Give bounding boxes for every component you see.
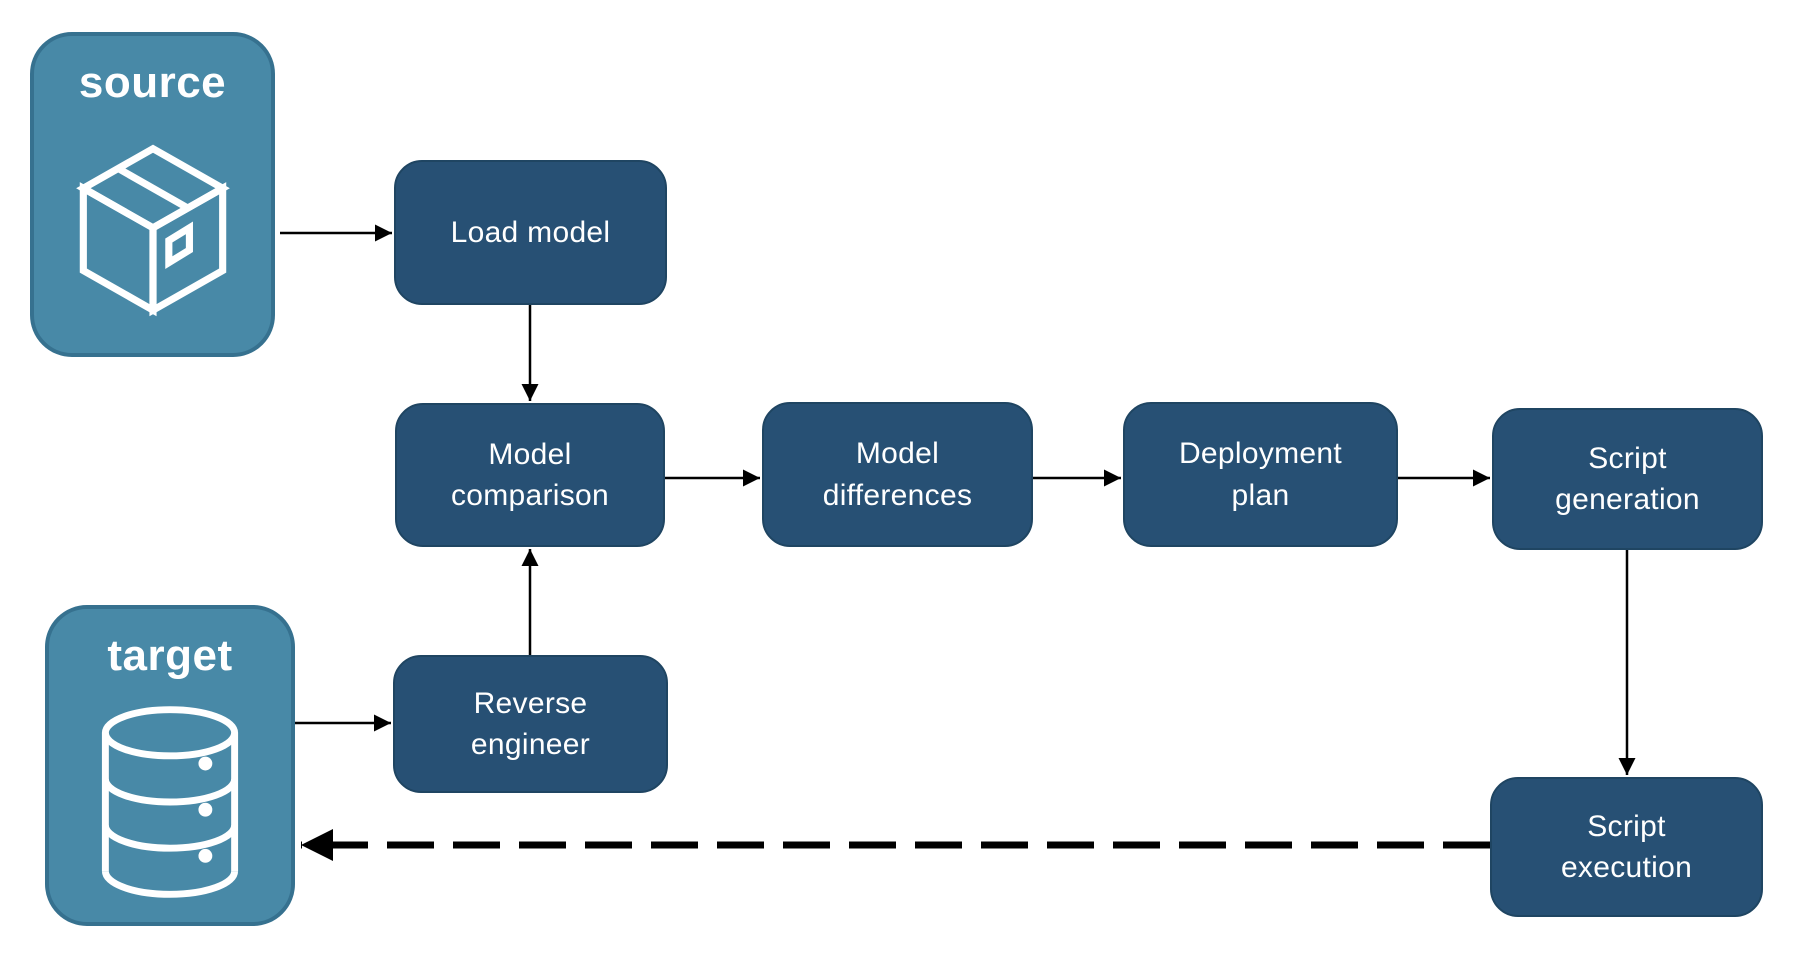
deployment-plan-label: Deployment plan (1178, 437, 1343, 512)
node-script-execution: Script execution (1490, 777, 1763, 917)
node-script-generation: Script generation (1492, 408, 1763, 550)
node-deployment-plan: Deployment plan (1123, 402, 1398, 547)
target-label: target (107, 631, 233, 680)
node-model-differences: Model differences (762, 402, 1033, 547)
source-label: source (78, 58, 227, 107)
node-reverse-engineer: Reverse engineer (393, 655, 668, 793)
node-target: target (45, 605, 295, 926)
node-source: source (30, 32, 275, 357)
node-model-comparison: Model comparison (395, 403, 665, 547)
node-load-model: Load model (394, 160, 667, 305)
model-comparison-label: Model comparison (450, 437, 610, 512)
database-icon (49, 681, 291, 922)
script-execution-label: Script execution (1560, 809, 1693, 884)
model-differences-label: Model differences (822, 437, 973, 512)
reverse-engineer-label: Reverse engineer (470, 686, 591, 761)
package-icon (34, 108, 271, 353)
script-generation-label: Script generation (1555, 441, 1700, 516)
load-model-label: Load model (450, 215, 611, 249)
